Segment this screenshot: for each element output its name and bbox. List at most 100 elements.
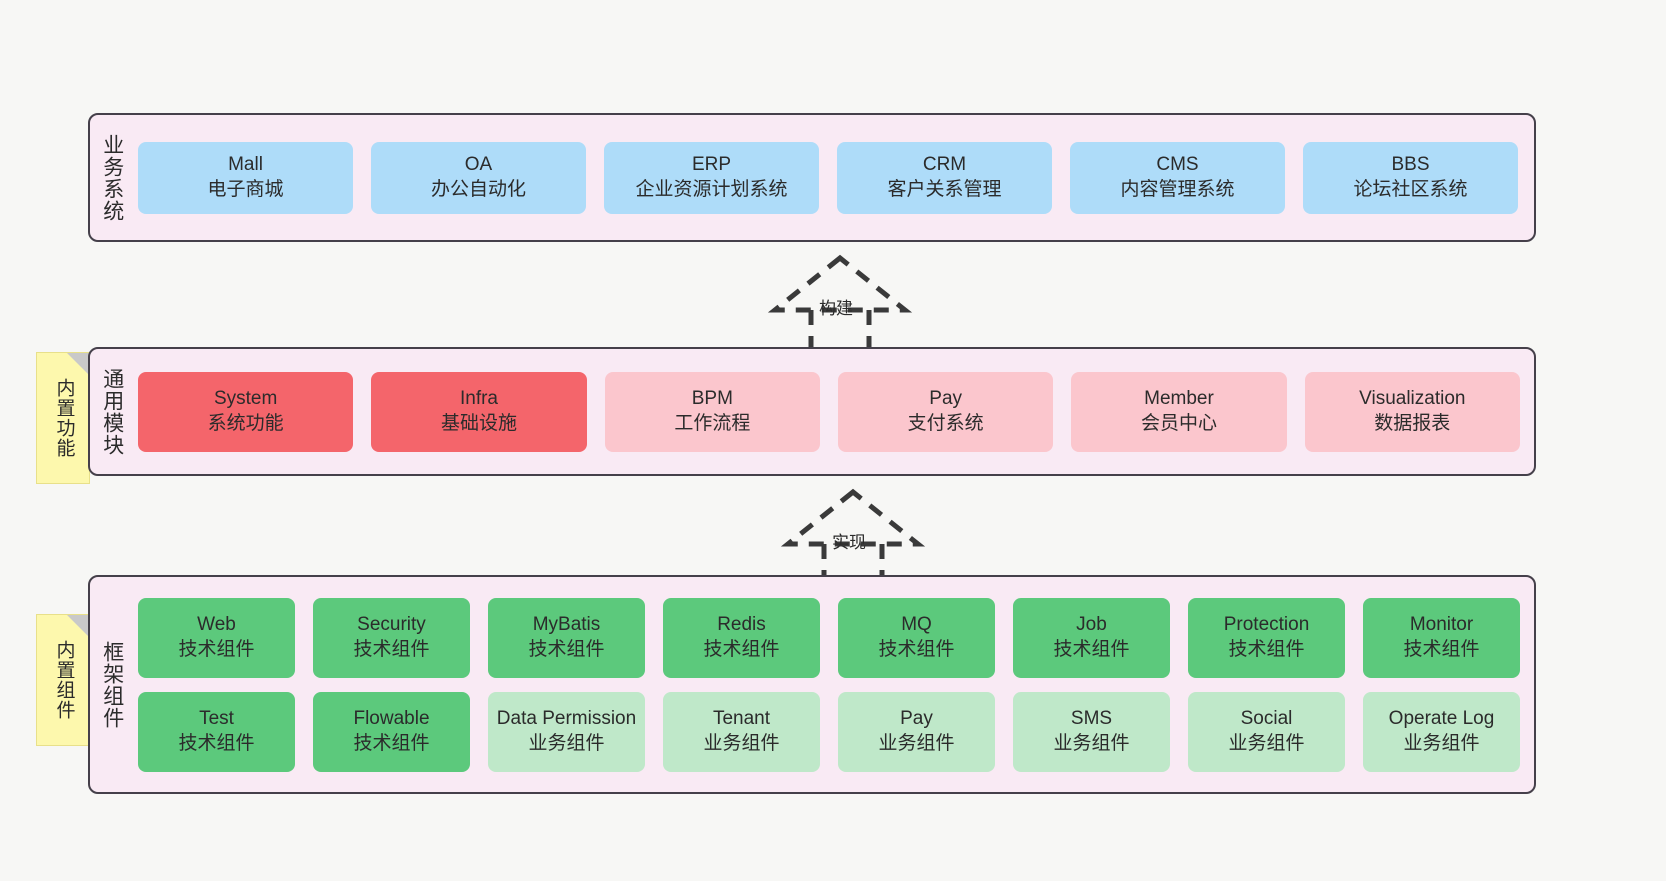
module-card-oa[interactable]: OA 办公自动化 bbox=[371, 141, 586, 214]
component-desc: 技术组件 bbox=[1053, 638, 1130, 660]
layer-framework-component: 框架组件 Web 技术组件 Security 技术组件 MyBatis 技术组件… bbox=[88, 575, 1536, 794]
component-card-mybatis[interactable]: MyBatis 技术组件 bbox=[488, 597, 645, 678]
component-card-pay[interactable]: Pay 业务组件 bbox=[838, 691, 995, 772]
module-desc: 内容管理系统 bbox=[1120, 178, 1235, 200]
connector-stem bbox=[808, 310, 872, 347]
component-desc: 技术组件 bbox=[353, 732, 430, 754]
component-name: Monitor bbox=[1409, 613, 1474, 635]
component-desc: 技术组件 bbox=[178, 732, 255, 754]
sticky-fold-icon bbox=[67, 615, 89, 637]
component-card-web[interactable]: Web 技术组件 bbox=[138, 597, 295, 678]
module-name: CMS bbox=[1156, 153, 1199, 175]
module-card-bpm[interactable]: BPM 工作流程 bbox=[604, 371, 820, 452]
module-name: Infra bbox=[459, 387, 498, 409]
sticky-note-builtin-function: 内置功能 bbox=[36, 352, 90, 484]
module-card-infra[interactable]: Infra 基础设施 bbox=[371, 371, 587, 452]
component-name: MyBatis bbox=[532, 613, 601, 635]
component-name: MQ bbox=[901, 613, 932, 635]
component-name: Flowable bbox=[353, 707, 430, 729]
layer-row: System 系统功能 Infra 基础设施 BPM 工作流程 Pay 支付系统… bbox=[138, 371, 1520, 452]
component-card-social[interactable]: Social 业务组件 bbox=[1188, 691, 1345, 772]
module-name: Pay bbox=[929, 387, 963, 409]
module-desc: 客户关系管理 bbox=[887, 178, 1002, 200]
module-desc: 办公自动化 bbox=[430, 178, 526, 200]
component-name: Data Permission bbox=[496, 707, 637, 729]
component-name: Protection bbox=[1223, 613, 1310, 635]
module-desc: 企业资源计划系统 bbox=[635, 178, 788, 200]
component-card-operate-log[interactable]: Operate Log 业务组件 bbox=[1363, 691, 1520, 772]
component-card-security[interactable]: Security 技术组件 bbox=[313, 597, 470, 678]
module-card-system[interactable]: System 系统功能 bbox=[138, 371, 354, 452]
component-name: Tenant bbox=[712, 707, 771, 729]
component-desc: 技术组件 bbox=[1403, 638, 1480, 660]
component-card-tenant[interactable]: Tenant 业务组件 bbox=[663, 691, 820, 772]
module-name: BPM bbox=[691, 387, 733, 409]
component-desc: 业务组件 bbox=[703, 732, 780, 754]
module-card-visualization[interactable]: Visualization 数据报表 bbox=[1304, 371, 1520, 452]
layer-row: Mall 电子商城 OA 办公自动化 ERP 企业资源计划系统 CRM 客户关系… bbox=[138, 141, 1518, 214]
module-name: System bbox=[213, 387, 278, 409]
component-card-mq[interactable]: MQ 技术组件 bbox=[838, 597, 995, 678]
module-name: Visualization bbox=[1359, 387, 1466, 409]
layer-row: Web 技术组件 Security 技术组件 MyBatis 技术组件 Redi… bbox=[138, 597, 1520, 678]
component-name: Operate Log bbox=[1388, 707, 1495, 729]
component-desc: 技术组件 bbox=[178, 638, 255, 660]
component-name: Social bbox=[1240, 707, 1293, 729]
component-name: Redis bbox=[717, 613, 766, 635]
component-card-monitor[interactable]: Monitor 技术组件 bbox=[1363, 597, 1520, 678]
module-name: BBS bbox=[1391, 153, 1430, 175]
module-desc: 会员中心 bbox=[1140, 412, 1217, 434]
layer-body-business: Mall 电子商城 OA 办公自动化 ERP 企业资源计划系统 CRM 客户关系… bbox=[134, 115, 1534, 240]
component-card-sms[interactable]: SMS 业务组件 bbox=[1013, 691, 1170, 772]
component-desc: 业务组件 bbox=[1403, 732, 1480, 754]
layer-label-common: 通用模块 bbox=[100, 367, 124, 456]
component-desc: 业务组件 bbox=[1228, 732, 1305, 754]
layer-common-module: 通用模块 System 系统功能 Infra 基础设施 BPM 工作流程 Pay… bbox=[88, 347, 1536, 476]
component-desc: 业务组件 bbox=[878, 732, 955, 754]
module-desc: 支付系统 bbox=[907, 412, 984, 434]
module-card-bbs[interactable]: BBS 论坛社区系统 bbox=[1303, 141, 1518, 214]
component-name: SMS bbox=[1070, 707, 1113, 729]
component-card-redis[interactable]: Redis 技术组件 bbox=[663, 597, 820, 678]
component-desc: 业务组件 bbox=[528, 732, 605, 754]
component-name: Test bbox=[199, 707, 234, 729]
module-card-pay[interactable]: Pay 支付系统 bbox=[837, 371, 1054, 452]
layer-body-common: System 系统功能 Infra 基础设施 BPM 工作流程 Pay 支付系统… bbox=[134, 349, 1534, 474]
component-desc: 技术组件 bbox=[1228, 638, 1305, 660]
sticky-note-builtin-component: 内置组件 bbox=[36, 614, 90, 746]
layer-business-system: 业务系统 Mall 电子商城 OA 办公自动化 ERP 企业资源计划系统 CRM… bbox=[88, 113, 1536, 242]
module-card-crm[interactable]: CRM 客户关系管理 bbox=[837, 141, 1052, 214]
module-name: OA bbox=[464, 153, 493, 175]
connector-stem bbox=[821, 544, 885, 581]
module-card-cms[interactable]: CMS 内容管理系统 bbox=[1070, 141, 1285, 214]
component-desc: 技术组件 bbox=[353, 638, 430, 660]
component-card-flowable[interactable]: Flowable 技术组件 bbox=[313, 691, 470, 772]
layer-body-framework: Web 技术组件 Security 技术组件 MyBatis 技术组件 Redi… bbox=[134, 577, 1534, 792]
sticky-note-label: 内置组件 bbox=[53, 640, 75, 720]
module-desc: 基础设施 bbox=[440, 412, 517, 434]
component-card-job[interactable]: Job 技术组件 bbox=[1013, 597, 1170, 678]
connector-label-build: 构建 bbox=[819, 299, 853, 318]
component-name: Pay bbox=[900, 707, 933, 729]
component-card-test[interactable]: Test 技术组件 bbox=[138, 691, 295, 772]
component-name: Security bbox=[357, 613, 426, 635]
connector-label-implement: 实现 bbox=[832, 533, 866, 552]
module-desc: 系统功能 bbox=[207, 412, 284, 434]
module-desc: 电子商城 bbox=[207, 178, 284, 200]
component-name: Web bbox=[197, 613, 236, 635]
component-name: Job bbox=[1076, 613, 1107, 635]
module-card-mall[interactable]: Mall 电子商城 bbox=[138, 141, 353, 214]
sticky-fold-icon bbox=[67, 353, 89, 375]
module-name: CRM bbox=[922, 153, 967, 175]
module-card-erp[interactable]: ERP 企业资源计划系统 bbox=[604, 141, 819, 214]
connector-build: 构建 bbox=[755, 252, 935, 347]
component-card-protection[interactable]: Protection 技术组件 bbox=[1188, 597, 1345, 678]
component-desc: 技术组件 bbox=[528, 638, 605, 660]
component-card-data-permission[interactable]: Data Permission 业务组件 bbox=[488, 691, 645, 772]
module-name: Mall bbox=[228, 153, 263, 175]
module-desc: 论坛社区系统 bbox=[1353, 178, 1468, 200]
component-desc: 技术组件 bbox=[878, 638, 955, 660]
module-card-member[interactable]: Member 会员中心 bbox=[1071, 371, 1287, 452]
layer-label-business: 业务系统 bbox=[100, 133, 124, 222]
sticky-note-label: 内置功能 bbox=[53, 378, 75, 458]
